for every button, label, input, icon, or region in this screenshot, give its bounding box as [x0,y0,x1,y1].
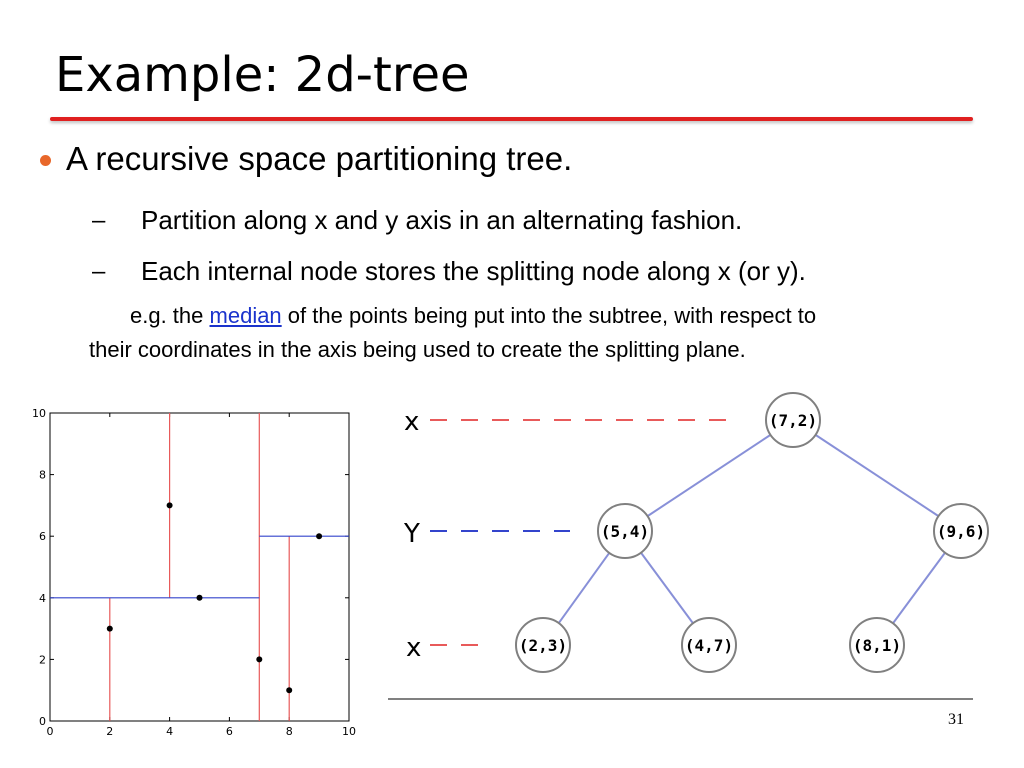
tree-node-right [933,503,989,559]
tree-edge [640,552,694,624]
subbullet-dash: – [92,258,106,285]
page-number: 31 [948,711,964,728]
subbullet-1: Partition along x and y axis in an alter… [141,205,743,235]
y-tick-label: 8 [39,469,46,482]
x-tick-label: 2 [106,725,113,738]
data-point [286,687,293,694]
x-tick-label: 6 [226,725,233,738]
tree-node-label: (4,7) [685,636,733,655]
tree-node-label: (2,3) [519,636,567,655]
y-tick-label: 2 [39,653,46,666]
title-underline [50,117,973,121]
level-label-2: x [406,633,421,663]
median-link[interactable]: median [209,303,282,328]
x-tick-label: 10 [342,725,356,738]
y-tick-label: 10 [32,407,46,420]
note-suffix: of the points being put into the subtree… [281,303,817,328]
note-line-1: e.g. the median of the points being put … [130,302,816,330]
tree-node-rl [849,617,905,673]
slide-title: Example: 2d-tree [55,47,470,103]
tree-node-lr [681,617,737,673]
note-prefix: e.g. the [130,303,210,328]
x-tick-label: 4 [166,725,173,738]
subbullet-dash: – [92,207,106,234]
level-label-1: Y [403,519,420,549]
data-point [106,625,113,632]
tree-node-ll [515,617,571,673]
y-tick-label: 4 [39,592,46,605]
x-tick-label: 0 [47,725,54,738]
level-label-0: x [404,407,419,437]
tree-node-label: (5,4) [601,522,649,541]
tree-node-label: (9,6) [937,522,985,541]
y-tick-label: 6 [39,530,46,543]
x-tick-label: 8 [286,725,293,738]
tree-edge [814,434,940,517]
data-point [256,656,263,663]
tree-node-root [765,392,821,448]
data-point [166,502,173,509]
tree-node-label: (7,2) [769,411,817,430]
tree-edge [646,434,772,517]
main-bullet: A recursive space partitioning tree. [66,140,573,177]
tree-edge [557,552,611,624]
data-point [196,594,203,601]
tree-node-left [597,503,653,559]
tree-node-label: (8,1) [853,636,901,655]
bullet-dot-icon [40,155,51,166]
y-tick-label: 0 [39,715,46,728]
tree-edge [892,552,946,624]
plot-frame [49,412,350,722]
note-line-2: their coordinates in the axis being used… [89,337,746,362]
data-point [316,533,323,540]
subbullet-2: Each internal node stores the splitting … [141,256,806,286]
